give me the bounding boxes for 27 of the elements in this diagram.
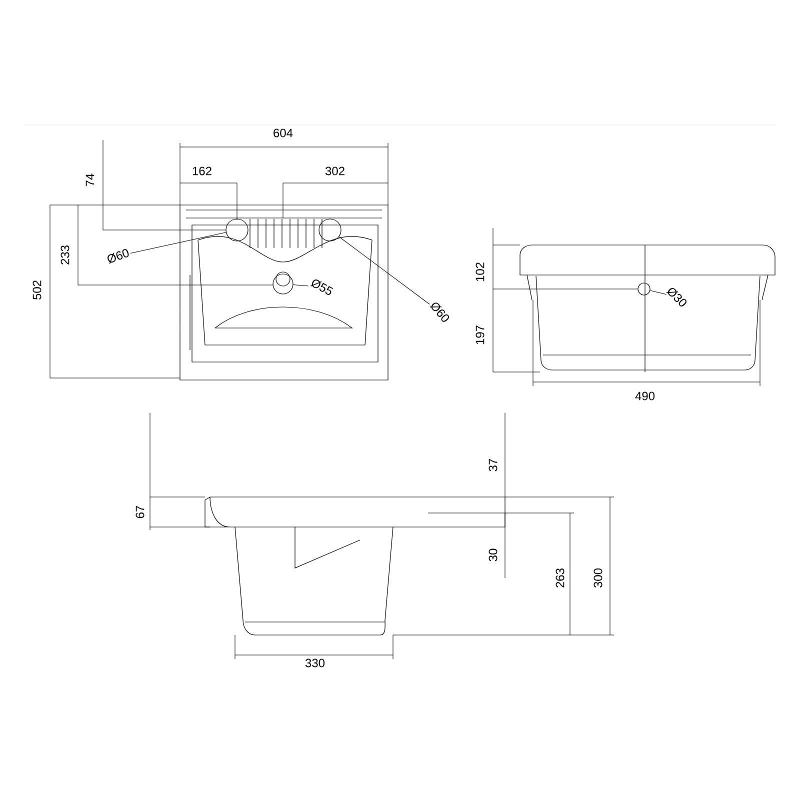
leader-line <box>293 284 308 286</box>
dimension-label: 502 <box>32 280 42 300</box>
diameter-label: Ø55 <box>310 280 334 295</box>
hole <box>272 274 294 294</box>
hole <box>318 218 342 242</box>
dimension-label: 30 <box>488 548 498 562</box>
dimension-label: 300 <box>594 568 602 588</box>
dimension-label: 37 <box>488 458 498 472</box>
leader-line <box>338 236 430 304</box>
dimension-label: 604 <box>274 128 293 138</box>
leader-line <box>650 290 667 295</box>
dimension-label: 162 <box>192 166 212 176</box>
diameter-label: Ø60 <box>108 249 129 264</box>
leader-line <box>130 232 226 254</box>
dimension-label: 67 <box>136 506 144 518</box>
dimension-label: 102 <box>476 262 484 282</box>
dimension-label: 490 <box>635 392 655 400</box>
diameter-label: Ø60 <box>430 302 450 322</box>
hole <box>226 218 248 242</box>
dimension-label: 302 <box>325 166 344 176</box>
hole <box>638 282 650 296</box>
dimension-label: 263 <box>556 568 564 588</box>
diameter-label: Ø30 <box>666 288 686 306</box>
dimension-label: 233 <box>60 246 70 264</box>
dimension-label: 197 <box>476 326 484 344</box>
dimension-label: 330 <box>305 658 325 668</box>
dimension-label: 74 <box>86 174 94 186</box>
